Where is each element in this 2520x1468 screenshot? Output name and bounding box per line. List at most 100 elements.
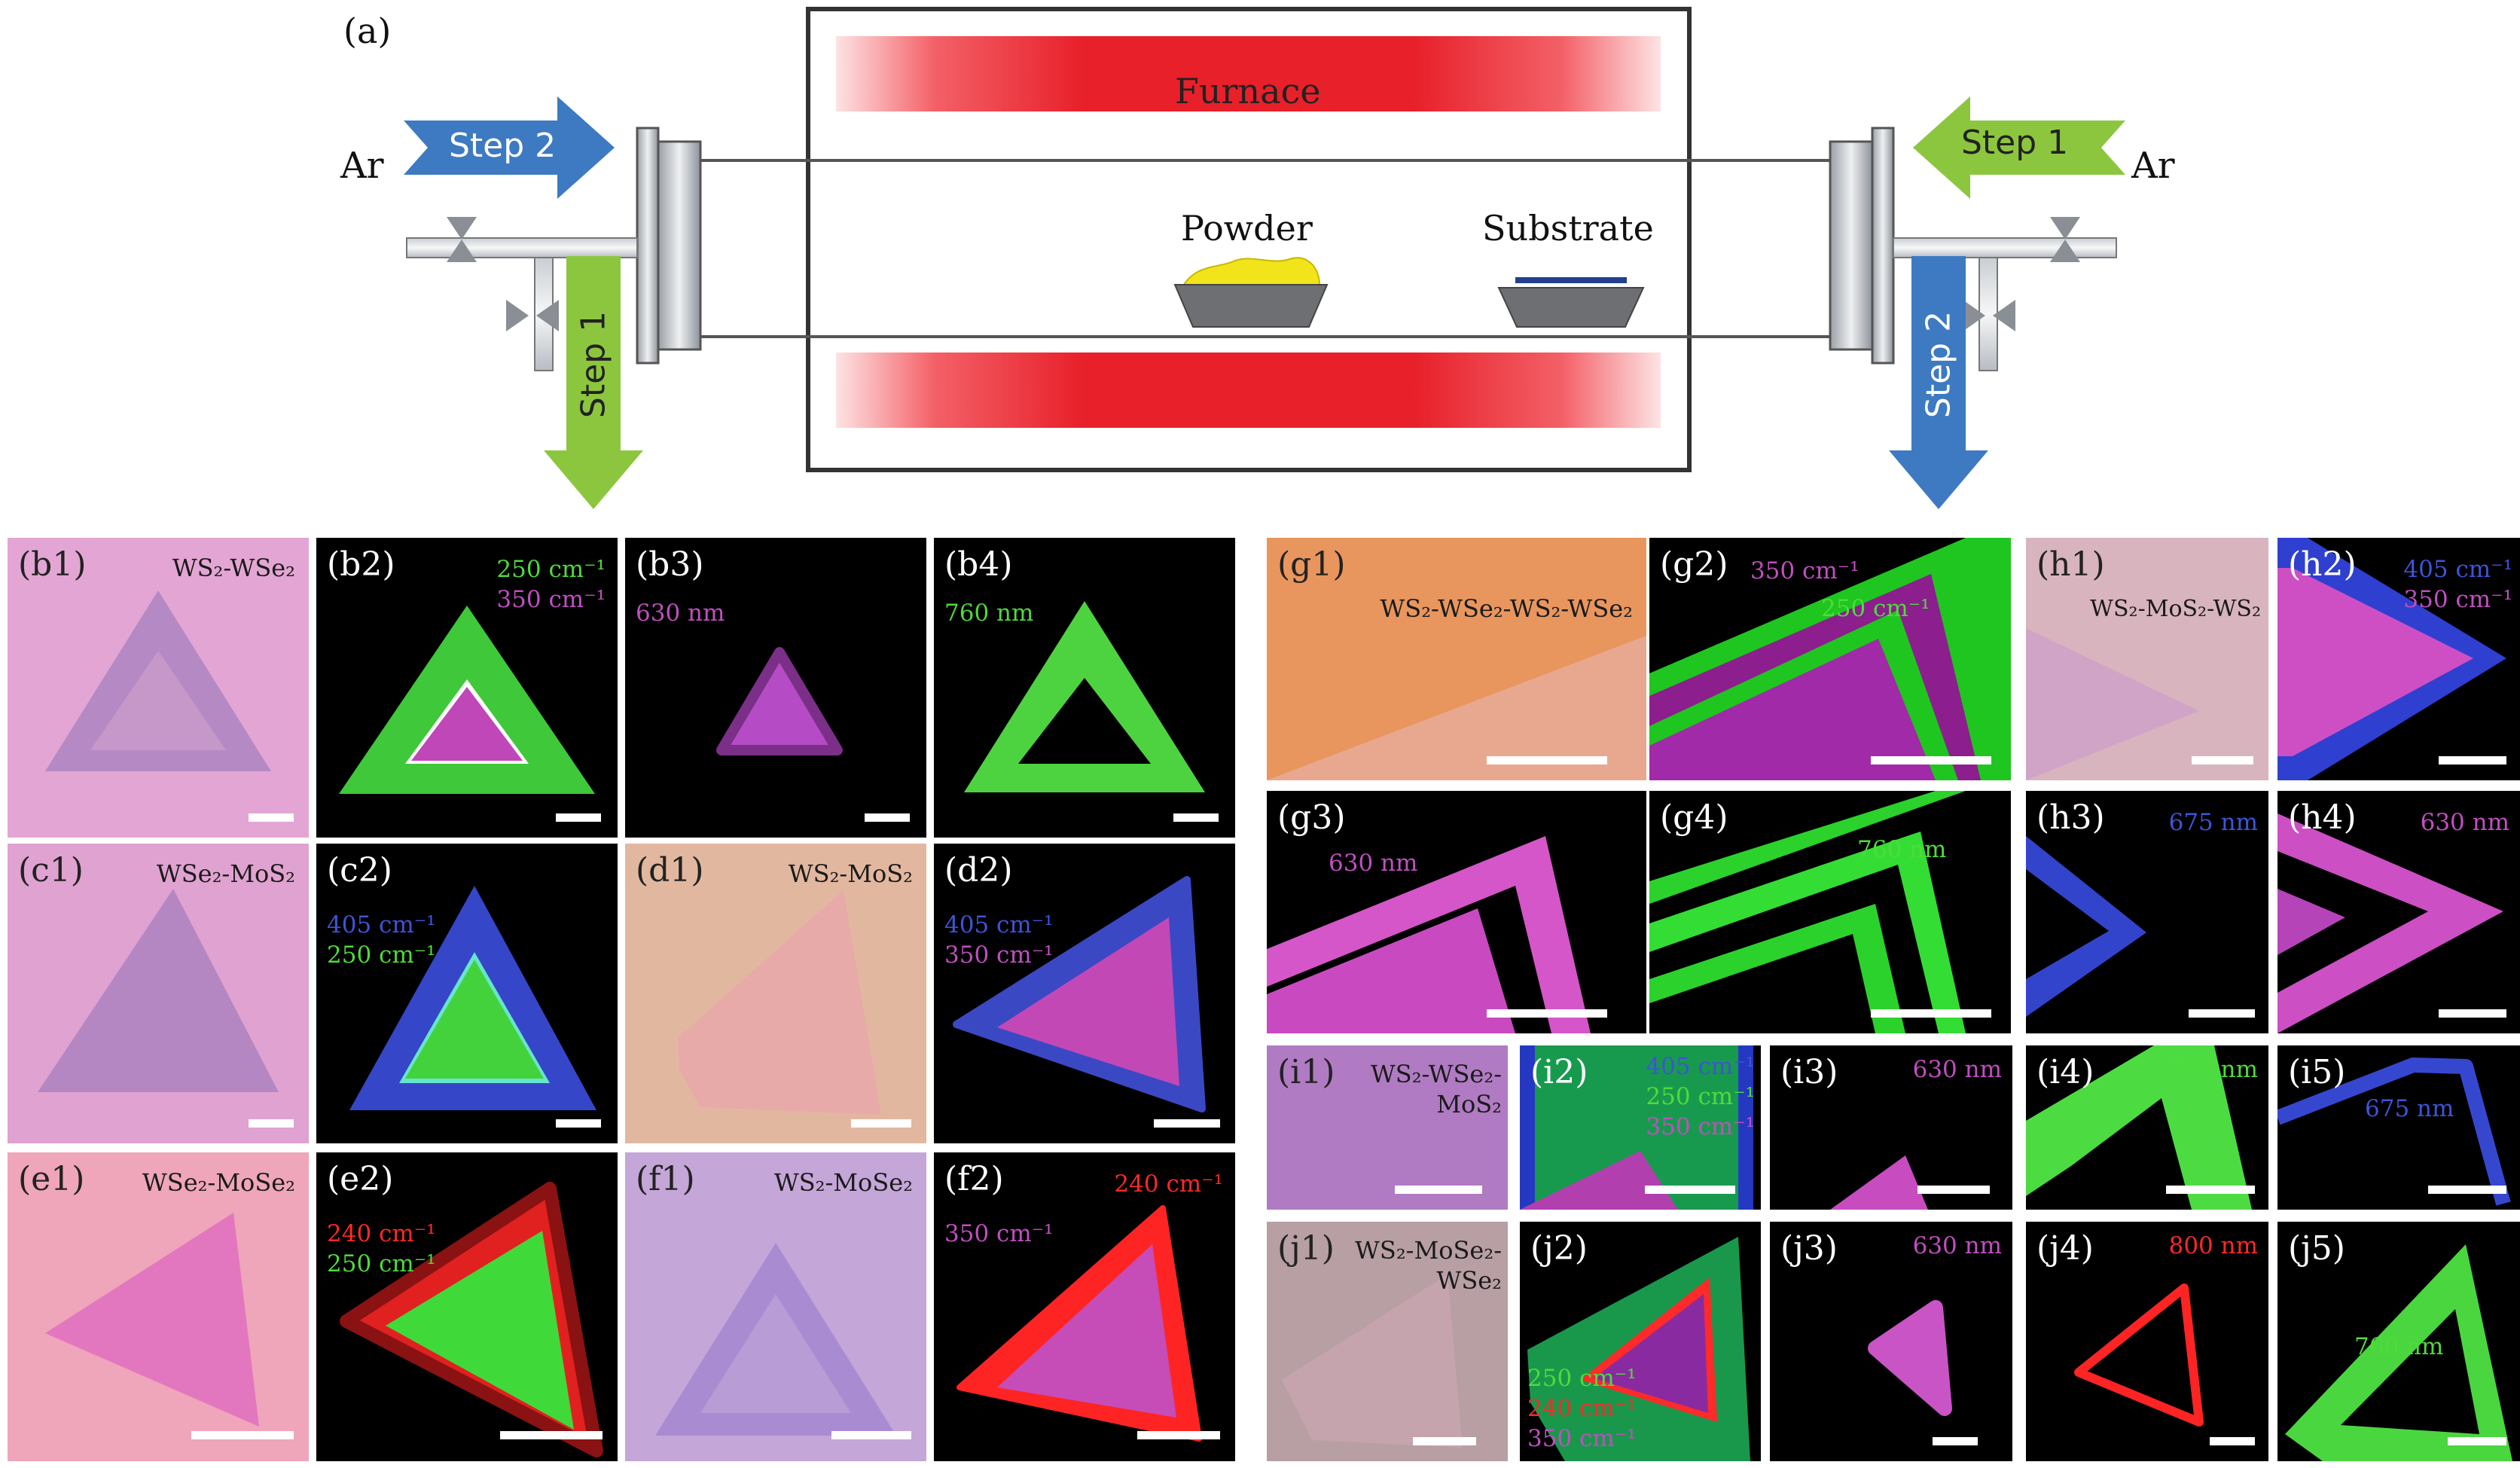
panel-a-diagram <box>0 0 2520 520</box>
panel-j2-line2: 240 cm⁻¹ <box>1527 1395 1637 1422</box>
panel-i2-label: (i2) <box>1530 1053 1588 1091</box>
right-inlet-pipe <box>1893 237 2117 258</box>
panel-b3-line1: 630 nm <box>636 600 725 627</box>
panel-f2-scalebar <box>1137 1431 1220 1439</box>
panel-j1-composition-1: WS₂-MoSe₂- <box>1355 1236 1502 1265</box>
panel-g3-pl: (g3) 630 nm <box>1267 791 1646 1033</box>
panel-j3-scalebar <box>1933 1437 1978 1445</box>
panel-d2-line2: 350 cm⁻¹ <box>944 942 1054 969</box>
panel-h1-optical: (h1) WS₂-MoS₂-WS₂ <box>2026 538 2268 780</box>
panel-i1-optical: (i1) WS₂-WSe₂- MoS₂ <box>1267 1045 1508 1210</box>
panel-i2-scalebar <box>1645 1186 1735 1194</box>
panel-i3-scalebar <box>1917 1186 1990 1194</box>
panel-j1-composition-2: WSe₂ <box>1436 1266 1502 1295</box>
cvd-furnace-illustration <box>404 7 2125 509</box>
panel-h2-line2: 350 cm⁻¹ <box>2403 586 2512 613</box>
furnace-label: Furnace <box>1175 71 1321 111</box>
panel-i5-label: (i5) <box>2288 1053 2346 1091</box>
step1-left-vertical-text: Step 1 <box>574 310 613 419</box>
panel-h2-label: (h2) <box>2288 545 2357 584</box>
panel-b4-pl: (b4) 760 nm <box>934 538 1235 838</box>
panel-e2-line1: 240 cm⁻¹ <box>327 1220 436 1247</box>
panel-j1-optical: (j1) WS₂-MoSe₂- WSe₂ <box>1267 1222 1508 1461</box>
left-valve-2-right <box>536 300 559 331</box>
panel-i3-label: (i3) <box>1780 1053 1838 1091</box>
panel-g2-raman: (g2) 350 cm⁻¹ 250 cm⁻¹ <box>1649 538 2011 780</box>
panel-b1-scalebar <box>249 813 294 822</box>
panel-g1-optical: (g1) WS₂-WSe₂-WS₂-WSe₂ <box>1267 538 1646 780</box>
right-flange-inner <box>1829 140 1874 351</box>
left-flange-outer <box>636 127 660 365</box>
panel-d2-label: (d2) <box>944 851 1013 890</box>
right-valve-2-left <box>1963 300 1985 331</box>
panel-g4-label: (g4) <box>1660 798 1728 837</box>
panel-f1-composition: WS₂-MoSe₂ <box>773 1168 913 1197</box>
panel-e1-optical: (e1) WSe₂-MoSe₂ <box>8 1152 309 1461</box>
panel-b3-pl: (b3) 630 nm <box>625 538 926 838</box>
panel-i2-line1: 405 cm⁻¹ <box>1646 1053 1755 1080</box>
panel-f2-label: (f2) <box>944 1160 1004 1198</box>
panel-a-label: (a) <box>343 11 392 51</box>
panel-i4-pl: (i4) 760 nm <box>2026 1045 2268 1210</box>
substrate-boat <box>1497 287 1645 328</box>
panel-g2-line2: 250 cm⁻¹ <box>1821 595 1930 622</box>
panel-f1-label: (f1) <box>636 1160 695 1198</box>
left-valve-2-left <box>506 300 529 331</box>
panel-b4-line1: 760 nm <box>944 600 1034 627</box>
panel-b3-scalebar <box>865 813 910 822</box>
panel-i1-label: (i1) <box>1277 1053 1335 1091</box>
substrate-label: Substrate <box>1482 208 1654 249</box>
panel-i1-scalebar <box>1395 1186 1482 1194</box>
panel-e1-label: (e1) <box>18 1160 85 1198</box>
heater-top <box>836 36 1661 111</box>
panel-g3-scalebar <box>1487 1009 1607 1018</box>
panel-d1-optical: (d1) WS₂-MoS₂ <box>625 844 926 1143</box>
panel-j4-label: (j4) <box>2036 1229 2094 1268</box>
panel-c2-line1: 405 cm⁻¹ <box>327 911 436 938</box>
panel-j2-raman: (j2) 250 cm⁻¹ 240 cm⁻¹ 350 cm⁻¹ <box>1520 1222 1761 1461</box>
panel-i5-line1: 675 nm <box>2365 1095 2454 1122</box>
left-valve-1-top <box>447 217 477 240</box>
panel-i4-scalebar <box>2166 1186 2255 1194</box>
argon-left-label: Ar <box>340 145 384 187</box>
panel-b4-scalebar <box>1173 813 1219 822</box>
right-valve-1-top <box>2050 217 2080 240</box>
panel-h2-raman: (h2) 405 cm⁻¹ 350 cm⁻¹ <box>2277 538 2520 780</box>
panel-g4-pl: (g4) 760 nm <box>1649 791 2011 1033</box>
panel-e2-line2: 250 cm⁻¹ <box>327 1250 436 1277</box>
panel-c1-composition: WSe₂-MoS₂ <box>156 859 295 888</box>
arrow-step2-left <box>404 96 615 199</box>
panel-j2-line1: 250 cm⁻¹ <box>1527 1365 1637 1392</box>
panel-g1-label: (g1) <box>1277 545 1346 584</box>
panel-i5-pl: (i5) 675 nm <box>2277 1045 2520 1210</box>
panel-e2-scalebar <box>500 1431 603 1439</box>
panel-j2-label: (j2) <box>1530 1229 1588 1268</box>
panel-b4-label: (b4) <box>944 545 1013 584</box>
panel-e1-composition: WSe₂-MoSe₂ <box>142 1168 295 1197</box>
panel-h4-pl: (h4) 630 nm <box>2277 791 2520 1033</box>
panel-c2-raman: (c2) 405 cm⁻¹ 250 cm⁻¹ <box>316 844 618 1143</box>
panel-j3-label: (j3) <box>1780 1229 1838 1268</box>
arrow-step1-right <box>1913 96 2125 199</box>
panel-i2-line3: 350 cm⁻¹ <box>1646 1113 1755 1140</box>
heater-bottom <box>836 353 1661 428</box>
panel-j3-line1: 630 nm <box>1912 1232 2002 1259</box>
panel-g2-line1: 350 cm⁻¹ <box>1750 557 1859 584</box>
panel-i2-raman: (i2) 405 cm⁻¹ 250 cm⁻¹ 350 cm⁻¹ <box>1520 1045 1761 1210</box>
panel-d1-scalebar <box>851 1119 911 1128</box>
panel-d2-raman: (d2) 405 cm⁻¹ 350 cm⁻¹ <box>934 844 1235 1143</box>
substrate-plate <box>1515 277 1627 283</box>
panel-i4-line1: 760 nm <box>2168 1056 2258 1083</box>
left-flange-inner <box>657 140 702 351</box>
panel-h1-composition: WS₂-MoS₂-WS₂ <box>2090 596 2261 622</box>
left-inlet-pipe <box>406 237 638 258</box>
panel-e2-raman: (e2) 240 cm⁻¹ 250 cm⁻¹ <box>316 1152 618 1461</box>
panel-h4-scalebar <box>2439 1009 2506 1018</box>
panel-h3-label: (h3) <box>2036 798 2105 837</box>
panel-g2-label: (g2) <box>1660 545 1728 584</box>
panel-g4-scalebar <box>1871 1009 1991 1018</box>
step2-left-text: Step 2 <box>449 127 557 165</box>
powder-pile <box>1182 257 1321 285</box>
panel-b1-optical: (b1) WS₂-WSe₂ <box>8 538 309 838</box>
panel-c2-scalebar <box>556 1119 601 1128</box>
